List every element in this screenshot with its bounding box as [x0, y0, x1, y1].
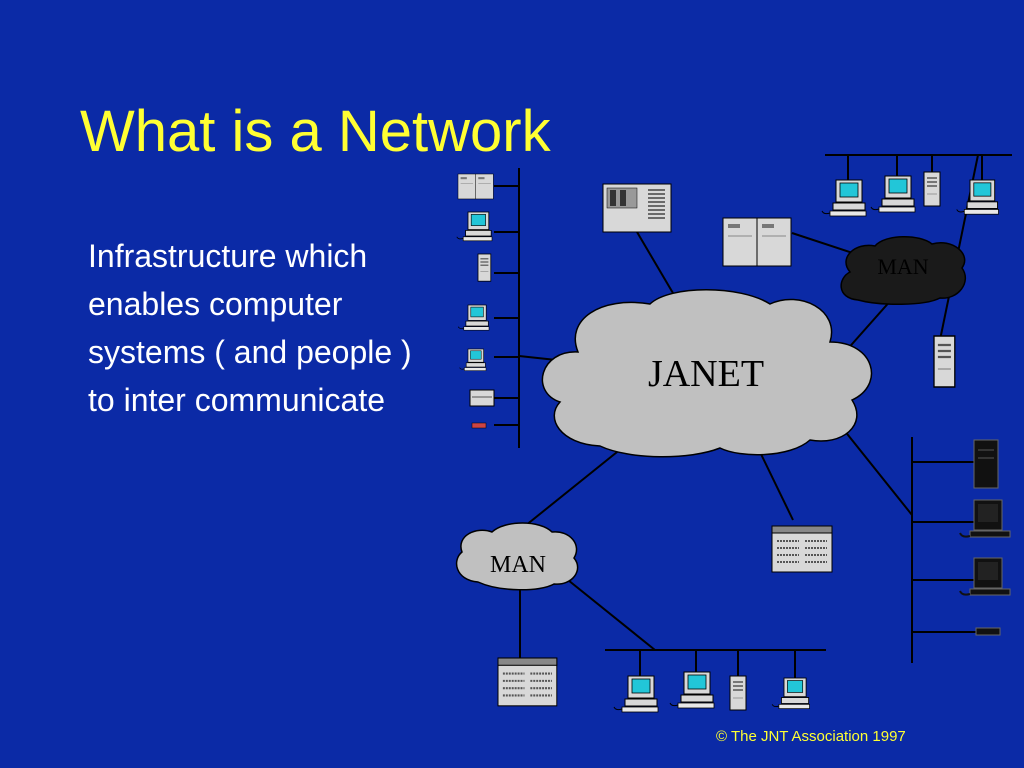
desktop-computer-icon [613, 675, 659, 713]
desktop-computer-icon [956, 179, 999, 215]
man-cloud-top: MAN [840, 236, 967, 305]
workstation-icon [959, 499, 1011, 538]
server-tower-dark-icon [973, 439, 999, 489]
copyright-notice: © The JNT Association 1997 [716, 728, 906, 745]
desktop-computer-icon [456, 211, 493, 242]
slide-title: What is a Network [80, 99, 551, 164]
man-label-top: MAN [877, 254, 928, 279]
server-rack-icon [457, 173, 494, 200]
desktop-computer-icon [457, 304, 490, 331]
server-rack-icon [722, 217, 792, 267]
body-line-3: systems ( and people ) [88, 334, 412, 370]
body-line-4: to inter communicate [88, 382, 386, 418]
terminal-icon [975, 627, 1001, 636]
man-cloud-bottom: MAN [455, 522, 579, 591]
janet-label: JANET [648, 353, 764, 395]
desktop-computer-icon [459, 348, 487, 371]
printer-icon [469, 389, 495, 407]
janet-cloud: JANET [541, 289, 873, 458]
network-links [494, 154, 1012, 678]
modem-icon [471, 422, 487, 429]
desktop-computer-icon [870, 175, 916, 213]
man-label-bottom: MAN [490, 552, 546, 578]
tower-pc-icon [729, 675, 747, 711]
tower-pc-icon [923, 171, 941, 207]
workstation-icon [959, 557, 1011, 596]
desktop-computer-icon [669, 671, 715, 709]
tower-pc-icon [932, 334, 956, 389]
mainframe-icon [496, 656, 558, 707]
tower-pc-icon [477, 253, 492, 282]
desktop-computer-icon [821, 179, 867, 217]
desktop-computer-icon [771, 677, 810, 710]
body-line-2: enables computer [88, 286, 343, 322]
slide-body-text: Infrastructure which enables computer sy… [88, 232, 508, 424]
server-cabinet-icon [602, 183, 672, 233]
body-line-1: Infrastructure which [88, 238, 368, 274]
mainframe-icon [771, 525, 833, 573]
